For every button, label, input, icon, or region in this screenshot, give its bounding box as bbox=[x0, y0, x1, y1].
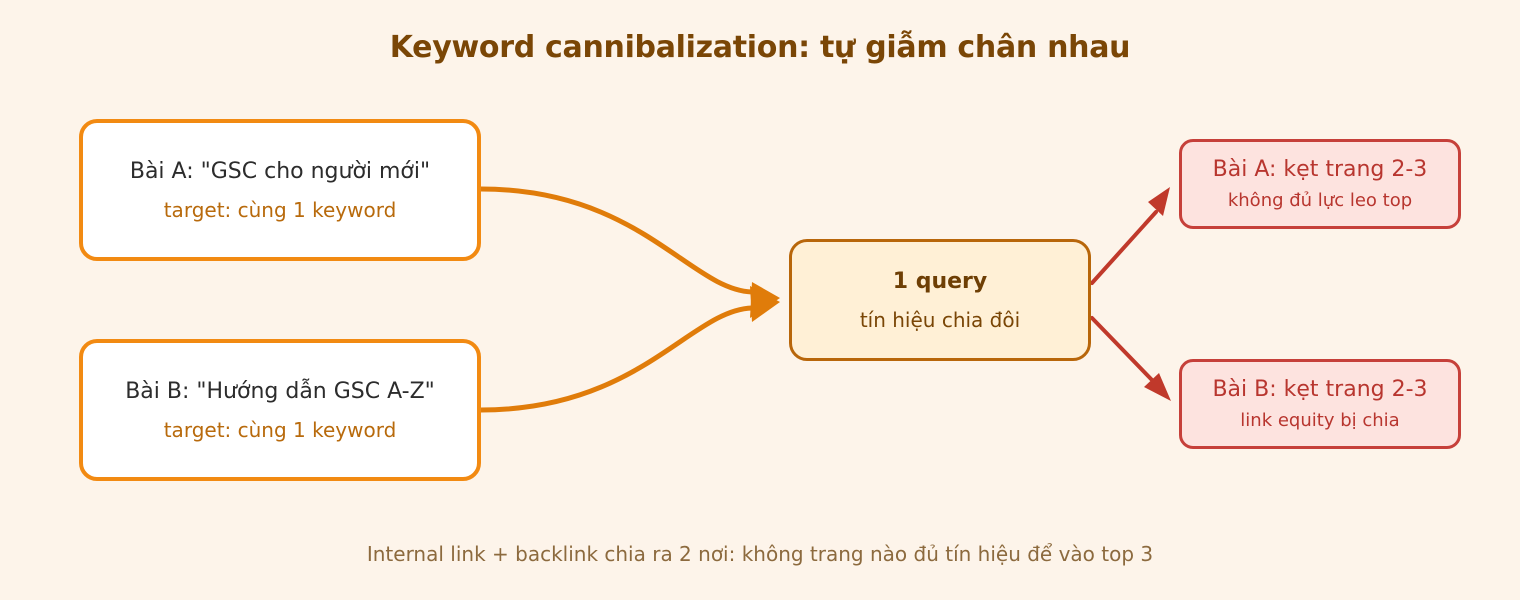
query-box: 1 query tín hiệu chia đôi bbox=[789, 239, 1091, 361]
arrowhead-outcome-a bbox=[1148, 187, 1170, 216]
outcome-b-label: Bài B: kẹt trang 2-3 bbox=[1212, 377, 1428, 402]
source-b-target: target: cùng 1 keyword bbox=[163, 417, 397, 442]
arrowhead-source-b bbox=[750, 286, 780, 322]
outcome-a-label: Bài A: kẹt trang 2-3 bbox=[1212, 157, 1428, 182]
arrow-query-to-outcome-a bbox=[1090, 210, 1158, 285]
source-box-a: Bài A: "GSC cho người mới" target: cùng … bbox=[79, 119, 481, 261]
query-label: 1 query bbox=[892, 268, 988, 294]
arrow-query-to-outcome-b bbox=[1090, 316, 1154, 382]
source-a-target: target: cùng 1 keyword bbox=[163, 197, 397, 222]
arrowhead-outcome-b bbox=[1144, 373, 1171, 401]
outcome-b-sub: link equity bị chia bbox=[1240, 410, 1400, 431]
footer-note: Internal link + backlink chia ra 2 nơi: … bbox=[366, 542, 1154, 566]
source-a-label: Bài A: "GSC cho người mới" bbox=[129, 158, 431, 184]
diagram-title: Keyword cannibalization: tự giẫm chân nh… bbox=[389, 30, 1131, 65]
outcome-a-sub: không đủ lực leo top bbox=[1227, 190, 1413, 211]
source-b-label: Bài B: "Hướng dẫn GSC A-Z" bbox=[125, 378, 435, 404]
outcome-box-b: Bài B: kẹt trang 2-3 link equity bị chia bbox=[1179, 359, 1461, 449]
source-box-b: Bài B: "Hướng dẫn GSC A-Z" target: cùng … bbox=[79, 339, 481, 481]
query-sub: tín hiệu chia đôi bbox=[859, 307, 1021, 332]
outcome-box-a: Bài A: kẹt trang 2-3 không đủ lực leo to… bbox=[1179, 139, 1461, 229]
arrow-source-a-to-query bbox=[478, 186, 755, 295]
arrow-source-b-to-query bbox=[478, 305, 755, 413]
